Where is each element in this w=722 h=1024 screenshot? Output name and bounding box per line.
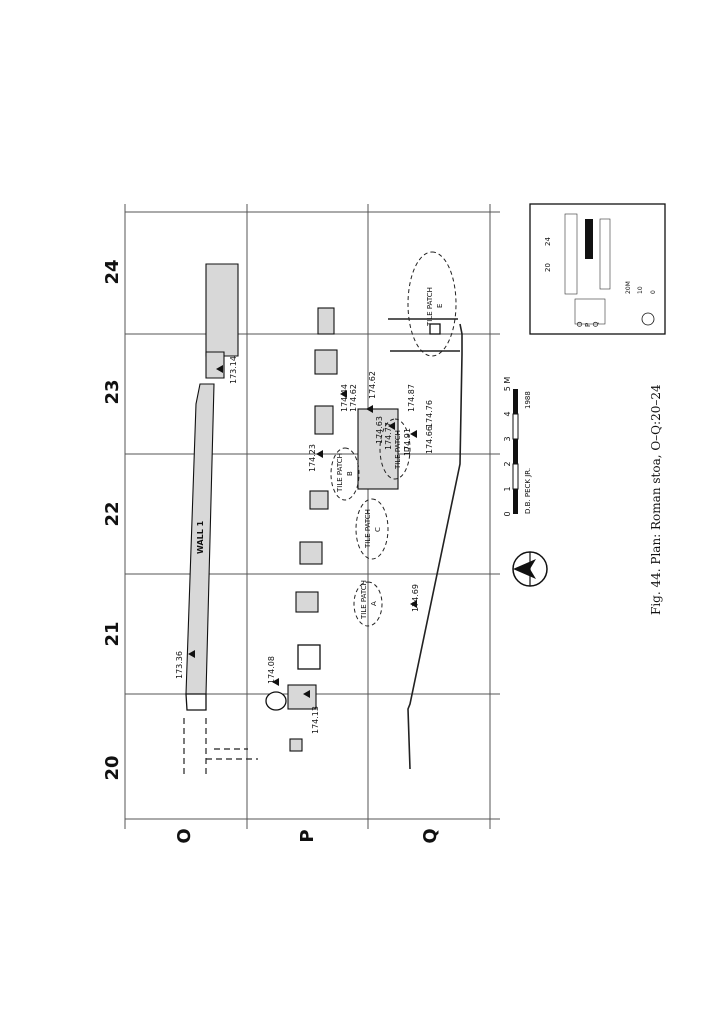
- scale-tick: 3: [503, 436, 512, 441]
- elevation-label: 174.66: [425, 426, 434, 454]
- elevation-label: 173.36: [175, 651, 184, 679]
- stone-blocks: [265, 307, 399, 752]
- row-label-p: P: [297, 829, 318, 842]
- inset-row-label: P: [584, 323, 592, 327]
- inset-col-label: 20: [544, 263, 552, 272]
- tile-patch-letter: C: [374, 527, 382, 532]
- tile-patch-label: TILE PATCH: [336, 453, 344, 493]
- scale-year: 1988: [524, 391, 532, 409]
- elevation-label: 174.69: [411, 584, 420, 612]
- tile-patch-letter: B: [346, 471, 354, 476]
- col-label-22: 22: [102, 501, 123, 526]
- tile-patch-label: TILE PATCH: [426, 287, 434, 327]
- elevation-label: 174.63: [375, 416, 384, 444]
- elevation-label: 174.62: [368, 371, 377, 399]
- inset-scale-tick: 10: [637, 286, 644, 294]
- inset-col-label: 24: [544, 237, 552, 246]
- tile-patch-letter: D: [403, 447, 411, 452]
- row-label-q: Q: [420, 828, 441, 843]
- tile-patch-label: TILE PATCH: [394, 430, 402, 470]
- elevation-label: 174.87: [407, 384, 416, 412]
- column-labels: 20 21 22 23 24: [102, 259, 123, 780]
- boundary-lines: [388, 318, 463, 770]
- elevation-label: 174.23: [308, 444, 317, 472]
- wall-label: WALL 1: [196, 520, 205, 554]
- scale-tick: 0: [503, 511, 512, 516]
- wall-1: WALL 1: [183, 263, 258, 774]
- north-arrow-icon: [512, 551, 548, 587]
- col-label-24: 24: [102, 259, 123, 284]
- row-labels: O P Q: [174, 828, 441, 843]
- elevation-labels: 173.36 174.08 174.13 174.23 174.44 174.6…: [175, 356, 434, 734]
- inset-scale-tick: 0: [650, 290, 657, 294]
- elevation-label: 174.91: [403, 428, 412, 456]
- site-plan: 20 21 22 23 24 O P Q WALL 1: [102, 203, 666, 844]
- figure-caption: Fig. 44. Plan: Roman stoa, O–Q:20–24: [649, 384, 663, 615]
- elevation-label: 174.13: [311, 706, 320, 734]
- scale-tick: 2: [503, 461, 512, 466]
- inset-key-map: 20 24 O P Q 0 10 20M: [529, 203, 666, 335]
- elevation-label: 174.62: [349, 384, 358, 412]
- elevation-label: 173.14: [229, 356, 238, 384]
- elevation-label: 174.44: [340, 384, 349, 412]
- scale-bar: 0 1 2 3 4 5 M D.B. PECK JR. 1988: [503, 377, 532, 517]
- elevation-label: 174.76: [425, 400, 434, 428]
- scale-tick: 4: [503, 411, 512, 416]
- scale-credit: D.B. PECK JR.: [524, 468, 532, 514]
- col-label-20: 20: [102, 755, 123, 780]
- tile-patch-letter: E: [436, 304, 444, 308]
- tile-patches: TILE PATCH A TILE PATCH B TILE PATCH C T…: [330, 251, 457, 627]
- elevation-markers: [188, 365, 417, 698]
- row-label-o: O: [174, 828, 195, 843]
- col-label-23: 23: [102, 379, 123, 404]
- col-label-21: 21: [102, 621, 123, 646]
- tile-patch-label: TILE PATCH: [360, 580, 368, 620]
- scale-tick: 1: [503, 486, 512, 491]
- tile-patch-letter: A: [370, 601, 378, 606]
- scale-tick: 5 M: [503, 377, 512, 392]
- elevation-label: 174.77: [384, 422, 393, 450]
- tile-patch-label: TILE PATCH: [364, 509, 372, 549]
- elevation-label: 174.08: [267, 656, 276, 684]
- inset-scale-tick: 20M: [625, 281, 632, 294]
- grid-lines: [124, 204, 500, 829]
